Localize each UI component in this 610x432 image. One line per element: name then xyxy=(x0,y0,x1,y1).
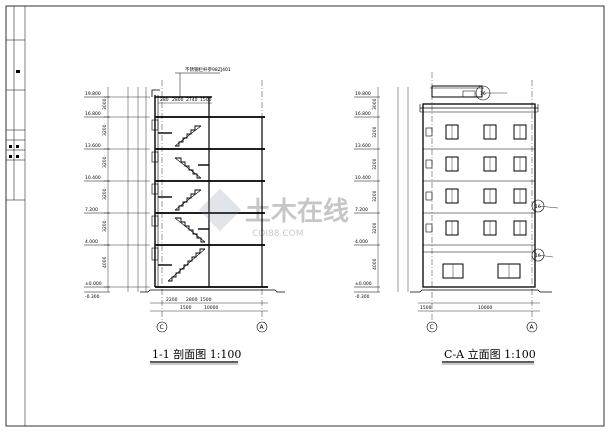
elevation-callout-3: 16 xyxy=(535,253,541,259)
section-dim-4: 3200 xyxy=(102,220,108,232)
section-axis-a: A xyxy=(260,324,265,331)
elevation-title: C-A 立面图 1:100 xyxy=(444,347,536,361)
section-level-7: -0.300 xyxy=(85,294,100,300)
section-bottom-dim-2: 1500 xyxy=(200,297,212,303)
section-level-1: 16.800 xyxy=(85,111,101,117)
elevation-callout-3-bubble xyxy=(531,248,545,262)
elevation-callout-1-bubble xyxy=(475,85,491,101)
elevation-dim-1: 3200 xyxy=(372,126,378,138)
elevation-bottom-dim-1: 10000 xyxy=(478,305,492,311)
elevation-callout-2: 16 xyxy=(535,204,541,210)
sheet-border xyxy=(5,5,605,427)
elevation-dim-0: 3000 xyxy=(372,98,378,110)
elevation-axis-a-bubble xyxy=(526,321,538,333)
section-level-0: 19.800 xyxy=(85,91,101,97)
section-top-dim-3: 1500 xyxy=(200,97,212,103)
elevation-level-5: 4.000 xyxy=(355,239,368,245)
watermark: 土木在线 COI88.COM xyxy=(198,188,349,239)
section-level-3: 10.400 xyxy=(85,175,101,181)
elevation-level-3: 10.400 xyxy=(355,175,371,181)
section-bottom-dim-0: 2200 xyxy=(166,297,178,303)
section-bottom-dim-3: 1500 xyxy=(180,305,192,311)
section-title: 1-1 剖面图 1:100 xyxy=(152,347,241,361)
elevation-dim-3: 3200 xyxy=(372,190,378,202)
elevation-dim-5: 4000 xyxy=(372,258,378,270)
section-top-dim-1: 2800 xyxy=(172,97,184,103)
section-bottom-dim-4: 10000 xyxy=(204,305,218,311)
section-level-6: ±0.000 xyxy=(85,281,102,287)
section-top-dim-0: 280 xyxy=(160,97,169,103)
section-level-4: 7.200 xyxy=(85,207,98,213)
elevation-level-1: 16.800 xyxy=(355,111,371,117)
section-dim-2: 3200 xyxy=(102,156,108,168)
elevation-dim-4: 3200 xyxy=(372,222,378,234)
section-top-note: 不锈钢栏杆参98ZJ401 xyxy=(185,66,231,73)
elevation-axis-a: A xyxy=(530,324,535,331)
section-axis-c-bubble xyxy=(156,321,168,333)
section-level-5: 4.000 xyxy=(85,239,98,245)
binding-strip xyxy=(6,6,26,426)
elevation-drawing xyxy=(354,72,559,333)
elevation-level-7: -0.300 xyxy=(355,294,370,300)
section-drawing xyxy=(84,72,285,333)
elevation-level-4: 7.200 xyxy=(355,207,368,213)
watermark-subtext: COI88.COM xyxy=(252,229,303,239)
elevation-axis-c: C xyxy=(430,324,434,331)
elevation-callout-1: 16 xyxy=(480,91,486,97)
elevation-level-6: ±0.000 xyxy=(355,281,372,287)
section-dim-1: 3200 xyxy=(102,124,108,136)
elevation-dim-2: 3200 xyxy=(372,158,378,170)
elevation-level-0: 19.800 xyxy=(355,91,371,97)
elevation-bottom-dim-0: 1500 xyxy=(420,305,432,311)
section-level-2: 13.600 xyxy=(85,143,101,149)
section-dim-3: 3200 xyxy=(102,188,108,200)
elevation-level-2: 13.600 xyxy=(355,143,371,149)
section-axis-c: C xyxy=(160,324,164,331)
elevation-axis-c-bubble xyxy=(426,321,438,333)
section-bottom-dim-1: 2800 xyxy=(186,297,198,303)
section-axis-a-bubble xyxy=(256,321,268,333)
section-dim-0: 3000 xyxy=(102,98,108,110)
section-dim-5: 4000 xyxy=(102,256,108,268)
section-top-dim-2: 2740 xyxy=(186,97,198,103)
watermark-text: 土木在线 xyxy=(245,197,349,227)
elevation-callout-2-bubble xyxy=(531,199,545,213)
